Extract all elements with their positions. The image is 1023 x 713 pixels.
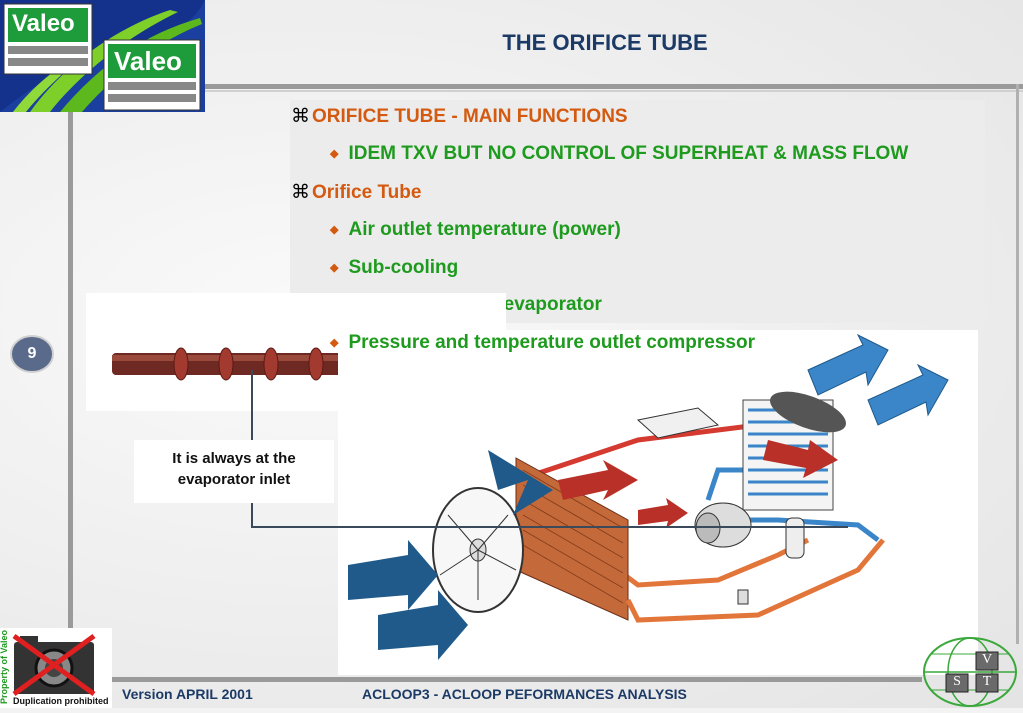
diamond-bullet-icon: ◆ bbox=[330, 148, 339, 160]
bullet-air-outlet: ◆ Air outlet temperature (power) bbox=[330, 219, 621, 241]
text-panel bbox=[290, 100, 985, 323]
frame-right-line bbox=[1016, 84, 1019, 644]
diamond-bullet-icon: ◆ bbox=[330, 262, 339, 274]
diamond-bullet-icon: ◆ bbox=[330, 224, 339, 236]
frame-top-line-shadow bbox=[190, 90, 1023, 92]
bullet-pressure-temperature: ◆ Pressure and temperature outlet compres… bbox=[330, 332, 755, 354]
command-symbol-icon: ⌘ bbox=[291, 106, 310, 127]
page-number: 9 bbox=[27, 345, 37, 362]
frame-left-line bbox=[68, 112, 73, 637]
heading-main-functions-text: ORIFICE TUBE - MAIN FUNCTIONS bbox=[312, 106, 628, 127]
frame-bottom-line bbox=[112, 677, 922, 682]
vst-letter-s: S bbox=[953, 674, 961, 689]
callout-evaporator-inlet: It is always at the evaporator inlet bbox=[134, 440, 334, 503]
bullet-sub-cooling: ◆ Sub-cooling bbox=[330, 257, 458, 279]
vst-logo: V S T bbox=[920, 632, 1020, 708]
bullet-idem-txv-text: IDEM TXV BUT NO CONTROL OF SUPERHEAT & M… bbox=[348, 143, 909, 164]
vst-letter-t: T bbox=[982, 674, 992, 689]
vst-letter-v: V bbox=[981, 652, 993, 667]
callout-line-2: evaporator inlet bbox=[177, 471, 291, 488]
callout-line-1: It is always at the bbox=[172, 450, 296, 467]
footer-version: Version APRIL 2001 bbox=[122, 686, 253, 702]
bullet-text: Air outlet temperature (power) bbox=[348, 219, 621, 240]
slide-title: THE ORIFICE TUBE bbox=[502, 30, 708, 55]
footer-course: ACLOOP3 - ACLOOP PEFORMANCES ANALYSIS bbox=[362, 686, 687, 702]
duplication-prohibited: Duplication prohibited bbox=[13, 696, 109, 706]
command-symbol-icon: ⌘ bbox=[291, 182, 310, 203]
valeo-logo-text: Valeo bbox=[12, 10, 75, 37]
valeo-logo-text-secondary: Valeo bbox=[114, 46, 182, 76]
frame-top-line bbox=[190, 84, 1023, 89]
bullet-idem-txv: ◆ IDEM TXV BUT NO CONTROL OF SUPERHEAT & … bbox=[330, 143, 908, 165]
bullet-text: Sub-cooling bbox=[348, 257, 459, 278]
duplication-stamp bbox=[0, 628, 112, 708]
diamond-bullet-icon: ◆ bbox=[330, 337, 339, 349]
valeo-logo-block: Valeo Valeo bbox=[0, 0, 205, 130]
heading-orifice-tube-text: Orifice Tube bbox=[312, 182, 422, 203]
ac-system-illustration bbox=[338, 330, 978, 675]
heading-main-functions: ⌘ORIFICE TUBE - MAIN FUNCTIONS bbox=[291, 105, 628, 128]
page-badge-shape bbox=[10, 335, 54, 373]
property-of-valeo: Property of Valeo bbox=[0, 629, 10, 705]
bullet-text: Pressure and temperature outlet compress… bbox=[348, 332, 755, 353]
heading-orifice-tube: ⌘Orifice Tube bbox=[291, 181, 421, 204]
